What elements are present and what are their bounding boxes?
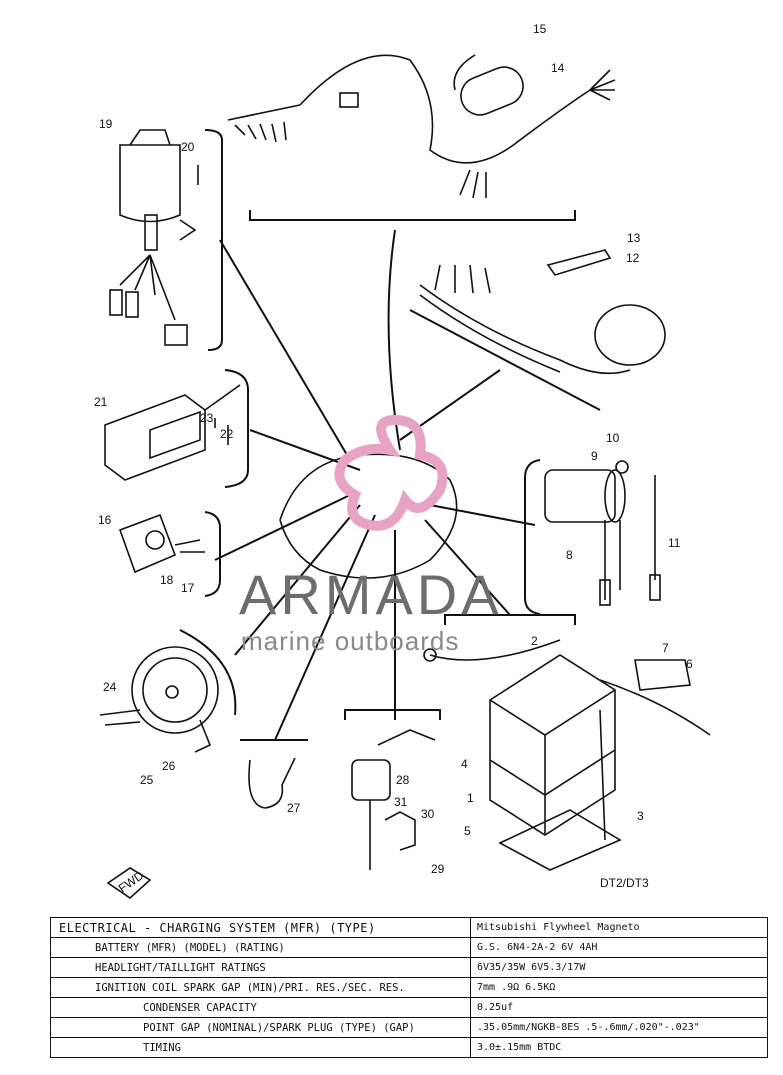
callout-1: 1 [467, 791, 474, 805]
callout-24: 24 [103, 680, 117, 694]
spec-label: BATTERY (MFR) (MODEL) (RATING) [50, 937, 471, 958]
callout-12: 12 [626, 251, 640, 265]
callout-22: 22 [220, 427, 234, 441]
callout-16: 16 [98, 513, 112, 527]
callout-10: 10 [606, 431, 620, 445]
spec-value: 3.0±.15mm BTDC [470, 1037, 768, 1058]
callout-18: 18 [160, 573, 174, 587]
callout-numbers: 15 14 19 20 13 12 21 23 22 10 9 16 11 8 … [94, 22, 693, 895]
callout-15: 15 [533, 22, 547, 36]
callout-11: 11 [668, 536, 681, 550]
callout-14: 14 [551, 61, 565, 75]
wiring-diagram: ARMADA marine outboards 15 14 19 20 13 1… [94, 22, 711, 900]
callout-27: 27 [287, 801, 301, 815]
spec-value: .35.05mm/NGKB-8ES .5-.6mm/.020"-.023" [470, 1017, 768, 1038]
table-row: HEADLIGHT/TAILLIGHT RATINGS 6V35/35W 6V5… [50, 957, 768, 978]
spec-label: ELECTRICAL - CHARGING SYSTEM (MFR) (TYPE… [50, 917, 471, 938]
table-row: TIMING 3.0±.15mm BTDC [50, 1037, 768, 1058]
callout-13: 13 [627, 231, 641, 245]
fwd-label: FWD [116, 868, 147, 895]
callout-20: 20 [181, 140, 195, 154]
model-label: DT2/DT3 [600, 876, 649, 890]
callout-31: 31 [394, 795, 408, 809]
callout-6: 6 [686, 657, 693, 671]
table-row: POINT GAP (NOMINAL)/SPARK PLUG (TYPE) (G… [50, 1017, 768, 1038]
callout-25: 25 [140, 773, 154, 787]
spec-label: HEADLIGHT/TAILLIGHT RATINGS [50, 957, 471, 978]
spec-label: TIMING [50, 1037, 471, 1058]
table-row: CONDENSER CAPACITY 0.25uf [50, 997, 768, 1018]
callout-3: 3 [637, 809, 644, 823]
callout-21: 21 [94, 395, 108, 409]
callout-8: 8 [566, 548, 573, 562]
callout-2: 2 [531, 634, 538, 648]
spec-label: POINT GAP (NOMINAL)/SPARK PLUG (TYPE) (G… [50, 1017, 471, 1038]
spec-label: CONDENSER CAPACITY [50, 997, 471, 1018]
spec-value: 7mm .9Ω 6.5KΩ [470, 977, 768, 998]
spec-table: ELECTRICAL - CHARGING SYSTEM (MFR) (TYPE… [50, 917, 768, 1058]
callout-4: 4 [461, 757, 468, 771]
callout-5: 5 [464, 824, 471, 838]
callout-23: 23 [200, 411, 214, 425]
watermark: ARMADA marine outboards [239, 414, 503, 656]
callout-29: 29 [431, 862, 445, 876]
table-row: ELECTRICAL - CHARGING SYSTEM (MFR) (TYPE… [50, 917, 768, 938]
spec-value: G.S. 6N4-2A-2 6V 4AH [470, 937, 768, 958]
callout-19: 19 [99, 117, 113, 131]
spec-value: 0.25uf [470, 997, 768, 1018]
callout-17: 17 [181, 581, 195, 595]
callout-30: 30 [421, 807, 435, 821]
table-row: IGNITION COIL SPARK GAP (MIN)/PRI. RES./… [50, 977, 768, 998]
spec-value: Mitsubishi Flywheel Magneto [470, 917, 768, 938]
watermark-tagline: marine outboards [241, 626, 459, 656]
callout-26: 26 [162, 759, 176, 773]
callout-9: 9 [591, 449, 598, 463]
callout-7: 7 [662, 641, 669, 655]
callout-28: 28 [396, 773, 410, 787]
spec-value: 6V35/35W 6V5.3/17W [470, 957, 768, 978]
spec-label: IGNITION COIL SPARK GAP (MIN)/PRI. RES./… [50, 977, 471, 998]
table-row: BATTERY (MFR) (MODEL) (RATING) G.S. 6N4-… [50, 937, 768, 958]
watermark-brand: ARMADA [239, 563, 503, 626]
